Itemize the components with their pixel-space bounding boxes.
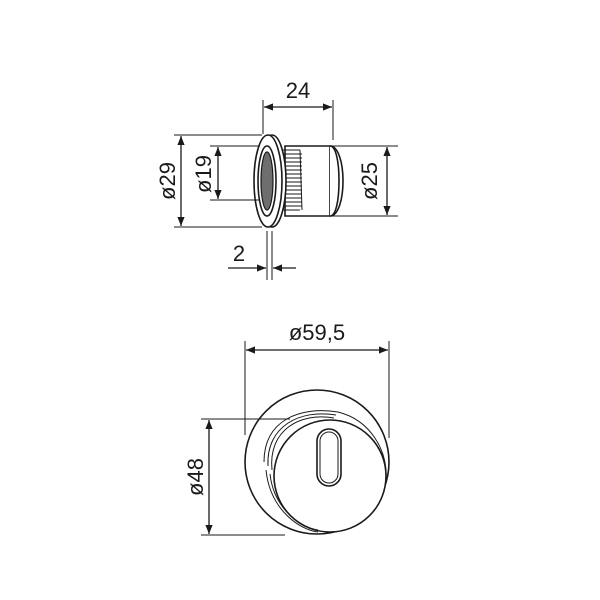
cylinder-body bbox=[283, 145, 344, 217]
dimension-body-diameter: ø25 bbox=[336, 145, 398, 217]
keyhole-slot bbox=[316, 428, 342, 487]
front-view-rosette: ø59,5 ø48 bbox=[183, 320, 390, 536]
dimension-bore-diameter: ø19 bbox=[191, 145, 260, 201]
dimension-inner-diameter-label: ø48 bbox=[183, 458, 208, 496]
dimension-flange-thickness: 2 bbox=[228, 231, 296, 280]
side-view-cylinder: 24 ø29 ø19 ø25 2 bbox=[155, 78, 398, 280]
dimension-flange-diameter: ø29 bbox=[155, 134, 262, 228]
dimension-outer-diameter-label: ø59,5 bbox=[289, 320, 345, 345]
dimension-flange-thickness-label: 2 bbox=[233, 241, 245, 266]
dimension-length: 24 bbox=[262, 78, 334, 140]
dimension-inner-diameter: ø48 bbox=[183, 418, 290, 536]
cylinder-flange bbox=[253, 134, 287, 228]
dimension-body-diameter-label: ø25 bbox=[357, 162, 382, 200]
dimension-length-label: 24 bbox=[286, 78, 310, 103]
dimension-bore-diameter-label: ø19 bbox=[191, 155, 216, 193]
dimension-flange-diameter-label: ø29 bbox=[155, 162, 180, 200]
bore-hole bbox=[260, 151, 274, 211]
